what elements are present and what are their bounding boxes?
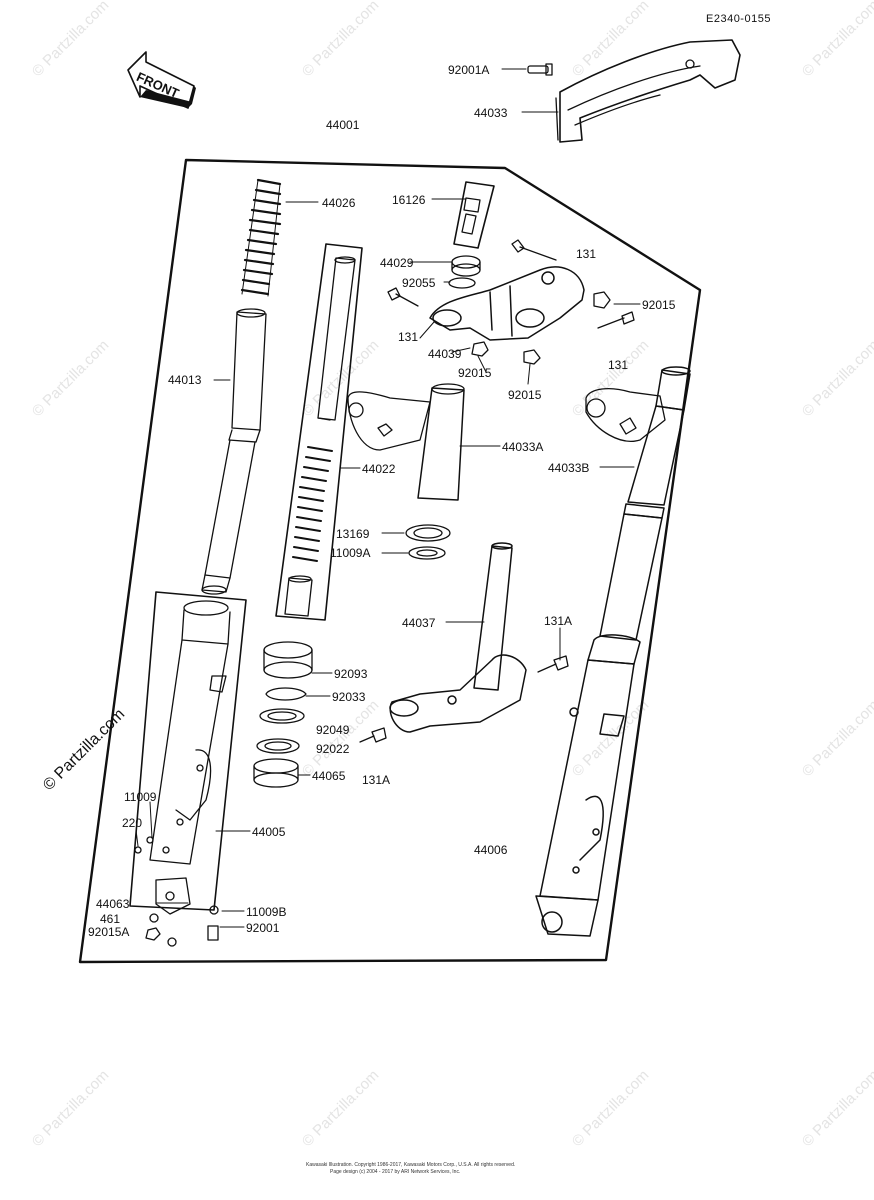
label-92001: 92001 bbox=[246, 921, 280, 935]
spring-44026 bbox=[240, 178, 282, 297]
label-131-left: 131 bbox=[398, 330, 419, 344]
label-92015A: 92015A bbox=[88, 925, 130, 939]
label-131-right: 131 bbox=[608, 358, 629, 372]
outer-tube-44005 bbox=[129, 591, 247, 911]
label-44033: 44033 bbox=[474, 106, 508, 120]
reference-code: E2340-0155 bbox=[706, 13, 771, 25]
upper-clamp-44039 bbox=[429, 266, 585, 341]
bolt-131A-right bbox=[537, 655, 569, 673]
inner-tube-44013 bbox=[201, 308, 267, 595]
label-44037: 44037 bbox=[402, 616, 436, 630]
piston-44022 bbox=[284, 575, 313, 617]
label-44039: 44039 bbox=[428, 347, 462, 361]
label-44001: 44001 bbox=[326, 118, 360, 132]
label-92001A: 92001A bbox=[448, 63, 490, 77]
bolt-131-right bbox=[597, 311, 635, 329]
label-13169: 13169 bbox=[336, 527, 370, 541]
label-44033A: 44033A bbox=[502, 440, 544, 454]
nut-92015-mid bbox=[471, 341, 489, 357]
dust-seal-92093 bbox=[263, 641, 313, 679]
washer-220 bbox=[134, 846, 142, 854]
label-92093: 92093 bbox=[334, 667, 368, 681]
label-92022: 92022 bbox=[316, 742, 350, 756]
nut-92015-right bbox=[593, 291, 611, 309]
label-131A-right: 131A bbox=[544, 614, 573, 628]
label-44013: 44013 bbox=[168, 373, 202, 387]
label-11009: 11009 bbox=[124, 790, 157, 804]
axle-holder-44063 bbox=[155, 877, 191, 915]
label-92015-low: 92015 bbox=[508, 388, 542, 402]
footer-copyright: Kawasaki Illustration. Copyright 1986-20… bbox=[306, 1162, 516, 1168]
handlebar-bracket-44033 bbox=[555, 39, 741, 143]
bolt-92001A bbox=[527, 63, 553, 76]
label-44033B: 44033B bbox=[548, 461, 590, 475]
bolt-131-left bbox=[387, 287, 419, 307]
bolt-131A-lower bbox=[359, 727, 387, 743]
label-92055: 92055 bbox=[402, 276, 436, 290]
nut-92015A bbox=[145, 927, 161, 941]
oil-seal-92049 bbox=[259, 708, 305, 724]
bolt-92001 bbox=[207, 925, 219, 941]
nut-92015-low bbox=[523, 349, 541, 365]
washer-11009 bbox=[146, 836, 154, 844]
washer-461 bbox=[149, 913, 159, 923]
label-461: 461 bbox=[100, 912, 121, 926]
front-arrow-icon bbox=[127, 51, 196, 109]
oil-seal-13169 bbox=[405, 524, 451, 542]
label-44006: 44006 bbox=[474, 843, 508, 857]
label-16126: 16126 bbox=[392, 193, 426, 207]
label-44026: 44026 bbox=[322, 196, 356, 210]
bracket-44033A bbox=[347, 383, 465, 501]
washer-11009A bbox=[408, 546, 446, 560]
footer-page-design: Page design (c) 2004 - 2017 by ARI Netwo… bbox=[330, 1169, 461, 1175]
top-plug-16126 bbox=[453, 181, 495, 249]
label-11009A: 11009A bbox=[330, 546, 371, 560]
steering-stem-44037 bbox=[389, 542, 527, 733]
label-92049: 92049 bbox=[316, 723, 350, 737]
label-131-top: 131 bbox=[576, 247, 597, 261]
label-92015-right: 92015 bbox=[642, 298, 676, 312]
cap-44029 bbox=[451, 255, 481, 277]
label-44022: 44022 bbox=[362, 462, 396, 476]
label-131A-lower: 131A bbox=[362, 773, 391, 787]
assembly-boundary bbox=[78, 158, 702, 964]
bolt-131-top bbox=[511, 239, 557, 261]
spring-44022 bbox=[292, 446, 333, 562]
nut-extra bbox=[167, 937, 177, 947]
retaining-ring-92033 bbox=[265, 687, 307, 701]
label-92015-mid: 92015 bbox=[458, 366, 492, 380]
label-44063: 44063 bbox=[96, 897, 130, 911]
label-11009B: 11009B bbox=[246, 905, 287, 919]
label-44005: 44005 bbox=[252, 825, 286, 839]
o-ring-92055 bbox=[448, 277, 476, 289]
washer-92022 bbox=[256, 738, 300, 754]
bushing-44065 bbox=[253, 758, 299, 788]
washer-11009B bbox=[209, 905, 219, 915]
label-44065: 44065 bbox=[312, 769, 346, 783]
label-92033: 92033 bbox=[332, 690, 366, 704]
upper-bracket-44033B bbox=[585, 387, 666, 442]
label-220: 220 bbox=[122, 816, 143, 830]
leader-lines bbox=[135, 68, 641, 928]
fork-tube-44006 bbox=[535, 366, 691, 937]
damper-rod-box bbox=[275, 243, 363, 621]
label-44029: 44029 bbox=[380, 256, 414, 270]
